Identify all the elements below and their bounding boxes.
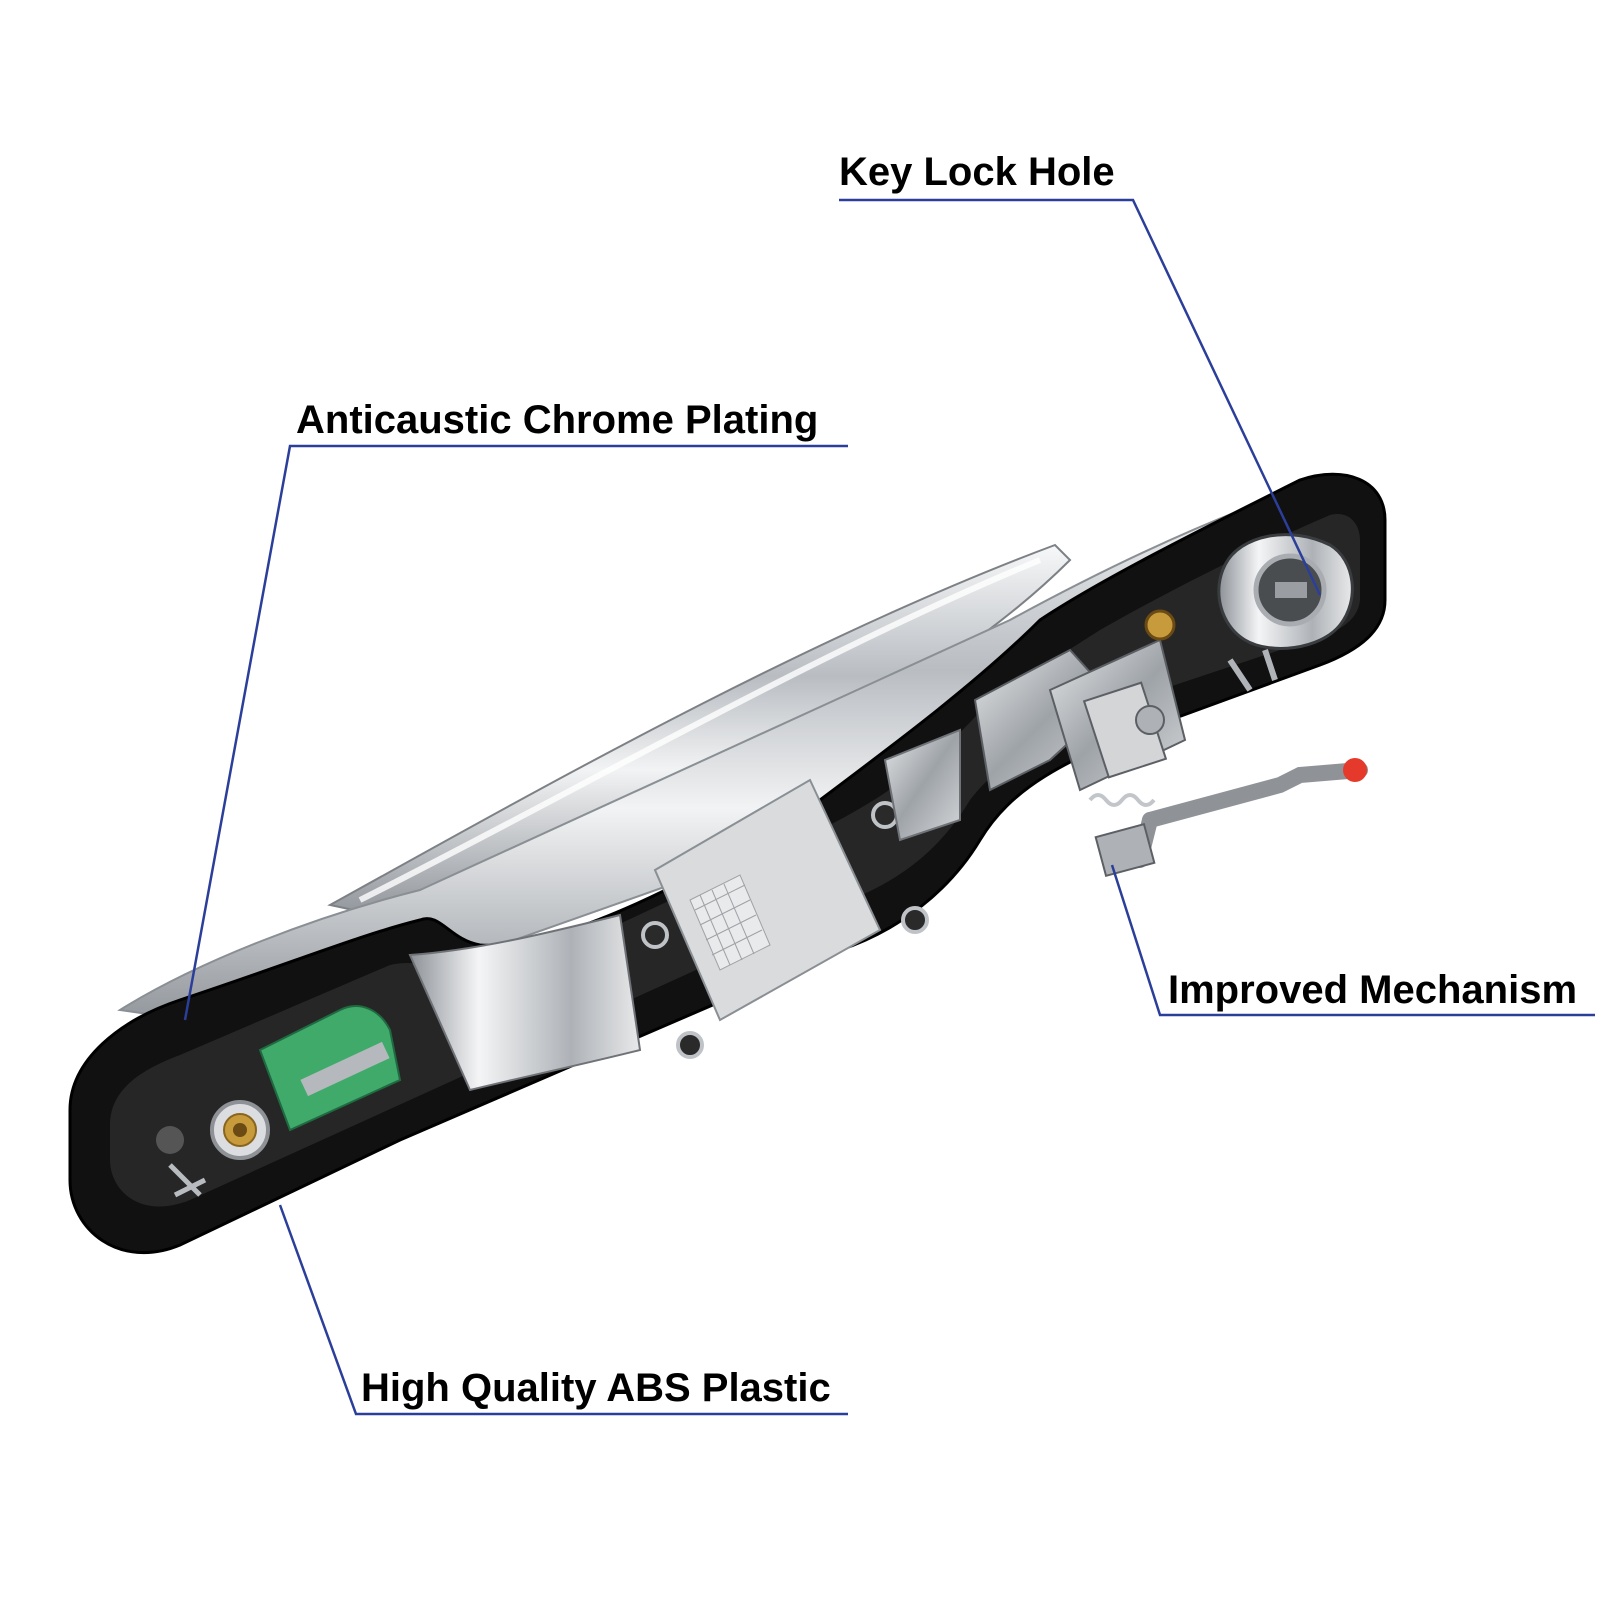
callout-anticaustic-chrome-plating: Anticaustic Chrome Plating	[296, 398, 819, 442]
label-plate-grid	[689, 874, 771, 971]
latch-mechanism	[973, 609, 1368, 878]
lock-rod	[1142, 762, 1368, 828]
leader-lines	[183, 198, 1595, 1416]
callout-key-lock-hole: Key Lock Hole	[839, 150, 1115, 194]
red-tip	[1343, 758, 1367, 782]
callout-high-quality-abs-plastic: High Quality ABS Plastic	[361, 1366, 831, 1410]
metal-bracket	[300, 1041, 390, 1097]
leader-line-mechanism	[1110, 864, 1595, 1017]
left-clip	[168, 1163, 207, 1198]
label-plate	[653, 778, 882, 1022]
chrome-inner-panel	[408, 913, 642, 1092]
screw-icon	[641, 801, 929, 1059]
leader-line-chrome	[183, 444, 848, 1021]
leader-line-abs	[278, 1204, 848, 1416]
chrome-lever-shine	[358, 557, 1042, 903]
leader-line-key-lock	[839, 198, 1322, 596]
callout-improved-mechanism: Improved Mechanism	[1168, 968, 1578, 1012]
key-lock-cylinder	[1217, 533, 1354, 692]
